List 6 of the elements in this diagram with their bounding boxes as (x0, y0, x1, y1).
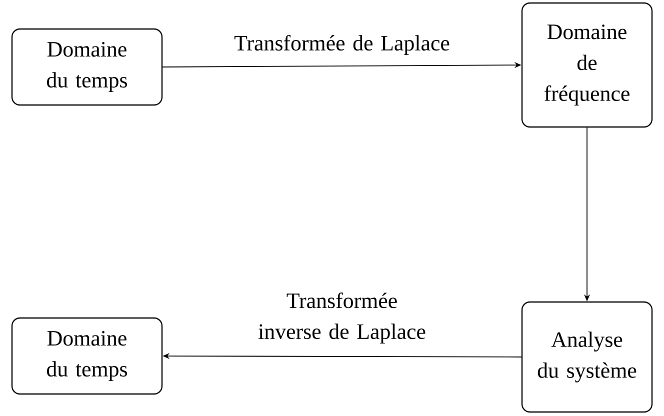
process-box: Domaine du temps (11, 28, 163, 106)
process-box: Domaine de fréquence (521, 2, 653, 128)
process-box: Analyse du système (521, 301, 653, 413)
edge-label: Transformée inverse de Laplace (258, 292, 426, 344)
process-box: Domaine du temps (11, 317, 163, 395)
edge-label: Transformée de Laplace (234, 34, 450, 56)
